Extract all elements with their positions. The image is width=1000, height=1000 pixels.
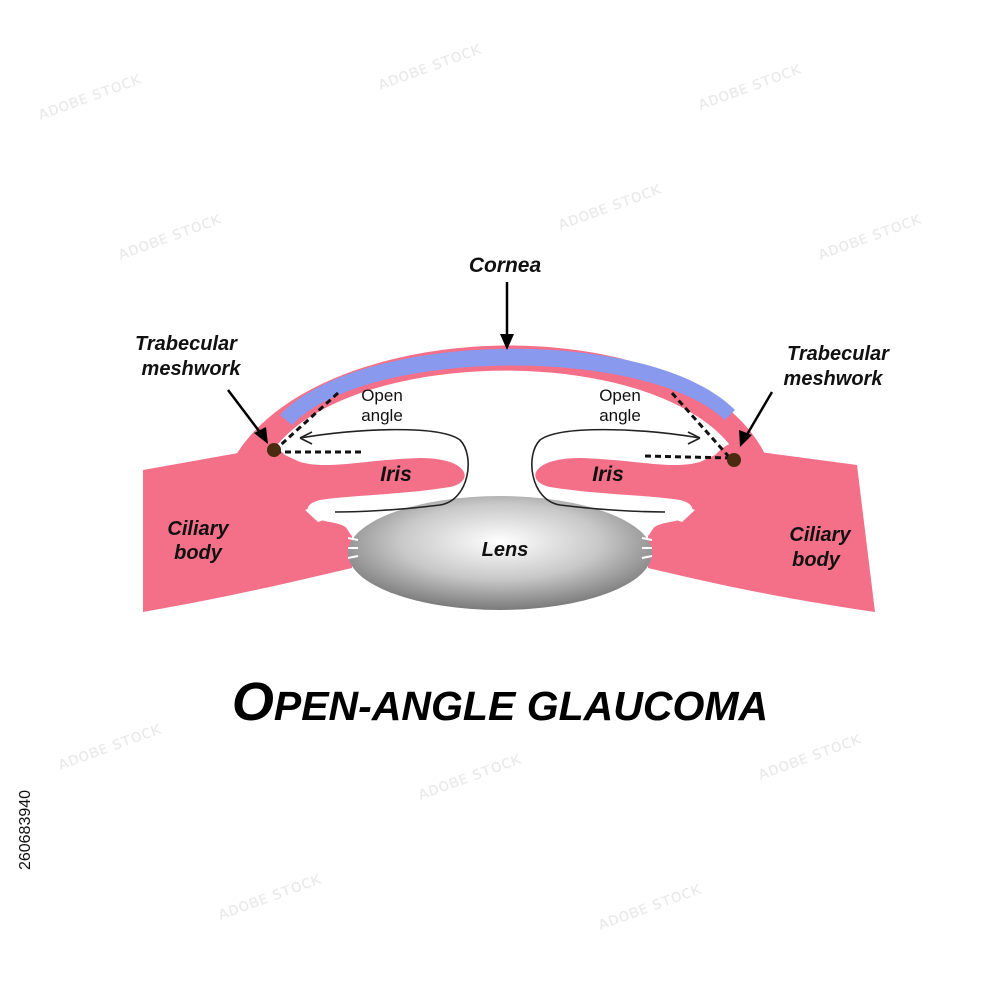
open-angle-lines-right: [644, 392, 732, 460]
lens-shape: [348, 496, 652, 610]
title-dash: -: [358, 683, 372, 729]
meshwork-blob-left: [267, 443, 281, 457]
ciliary-channel-left: [305, 498, 400, 522]
label-trabecular-right-1: Trabecular: [787, 343, 890, 365]
flow-curve-right: [531, 428, 701, 513]
svg-text:ᴀᴅᴏʙᴇ sᴛᴏᴄᴋ: ᴀᴅᴏʙᴇ sᴛᴏᴄᴋ: [115, 208, 225, 265]
svg-text:ᴀᴅᴏʙᴇ sᴛᴏᴄᴋ: ᴀᴅᴏʙᴇ sᴛᴏᴄᴋ: [55, 718, 165, 775]
pointer-arrows: [227, 282, 774, 447]
label-trabecular-left-2: meshwork: [142, 358, 242, 380]
svg-text:ᴀᴅᴏʙᴇ sᴛᴏᴄᴋ: ᴀᴅᴏʙᴇ sᴛᴏᴄᴋ: [415, 748, 525, 805]
meshwork-blob-right: [727, 453, 741, 467]
title-first-cap: O: [232, 672, 274, 732]
label-open-angle-left-2: angle: [361, 406, 403, 425]
label-ciliary-left-1: Ciliary: [167, 518, 229, 540]
label-trabecular-right-2: meshwork: [784, 368, 884, 390]
flow-curve-left: [299, 428, 469, 513]
label-open-angle-left-1: Open: [361, 386, 403, 405]
lens-zonules: [347, 537, 653, 559]
svg-text:ᴀᴅᴏʙᴇ sᴛᴏᴄᴋ: ᴀᴅᴏʙᴇ sᴛᴏᴄᴋ: [375, 38, 485, 95]
svg-text:ᴀᴅᴏʙᴇ sᴛᴏᴄᴋ: ᴀᴅᴏʙᴇ sᴛᴏᴄᴋ: [695, 58, 805, 115]
svg-text:ᴀᴅᴏʙᴇ sᴛᴏᴄᴋ: ᴀᴅᴏʙᴇ sᴛᴏᴄᴋ: [815, 208, 925, 265]
label-cornea: Cornea: [469, 254, 542, 277]
diagram-title: OPEN-ANGLE GLAUCOMA: [232, 672, 768, 732]
open-angle-lines-left: [273, 391, 365, 454]
label-iris-left: Iris: [380, 463, 412, 486]
stock-id: 260683940: [17, 790, 34, 870]
ciliary-channel-right: [600, 498, 695, 522]
svg-text:ᴀᴅᴏʙᴇ sᴛᴏᴄᴋ: ᴀᴅᴏʙᴇ sᴛᴏᴄᴋ: [755, 728, 865, 785]
label-ciliary-right-2: body: [792, 549, 841, 571]
ciliary-body-right-shape: [535, 443, 875, 612]
label-ciliary-left-2: body: [174, 542, 223, 564]
ciliary-body-left-shape: [143, 443, 465, 612]
title-first-rest: PEN: [274, 683, 360, 729]
flow-arrowhead-left: [299, 431, 313, 445]
title-second: ANGLE GLAUCOMA: [371, 683, 768, 729]
label-lens: Lens: [482, 539, 529, 561]
svg-text:ᴀᴅᴏʙᴇ sᴛᴏᴄᴋ: ᴀᴅᴏʙᴇ sᴛᴏᴄᴋ: [35, 68, 145, 125]
svg-text:ᴀᴅᴏʙᴇ sᴛᴏᴄᴋ: ᴀᴅᴏʙᴇ sᴛᴏᴄᴋ: [215, 868, 325, 925]
label-open-angle-right-2: angle: [599, 406, 641, 425]
flow-arrowhead-right: [687, 431, 701, 445]
label-open-angle-right-1: Open: [599, 386, 641, 405]
label-trabecular-left-1: Trabecular: [135, 333, 238, 355]
cornea-band: [280, 348, 735, 425]
label-ciliary-right-1: Ciliary: [789, 524, 851, 546]
label-iris-right: Iris: [592, 463, 624, 486]
svg-text:ᴀᴅᴏʙᴇ sᴛᴏᴄᴋ: ᴀᴅᴏʙᴇ sᴛᴏᴄᴋ: [595, 878, 705, 935]
svg-text:ᴀᴅᴏʙᴇ sᴛᴏᴄᴋ: ᴀᴅᴏʙᴇ sᴛᴏᴄᴋ: [555, 178, 665, 235]
